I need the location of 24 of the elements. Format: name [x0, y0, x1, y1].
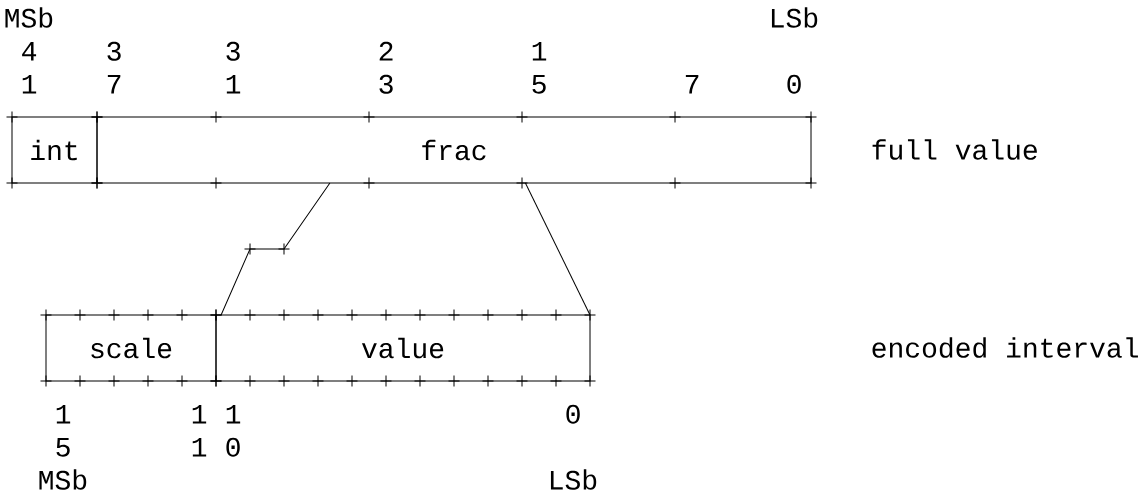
connector-line [220, 182, 331, 316]
bit-order-label: MSb [5, 7, 53, 28]
bit-number: 3 [226, 41, 240, 61]
register-field: scale [40, 309, 222, 387]
register-field: frac [91, 111, 817, 189]
register-field: int [6, 111, 103, 189]
bit-number: 1 [192, 405, 207, 424]
bit-number: 1 [22, 75, 37, 94]
bit-number: 5 [56, 438, 70, 457]
register-label: encoded interval [872, 337, 1138, 358]
bit-number: 7 [107, 75, 121, 94]
bit-order-label: LSb [771, 7, 818, 28]
bit-order-label: LSb [550, 469, 597, 490]
register-label: full value [872, 139, 1037, 160]
bit-number: 1 [192, 438, 207, 457]
connector-line [524, 182, 591, 316]
bit-number: 2 [379, 41, 393, 61]
bit-number: 1 [532, 42, 547, 61]
bit-number: 1 [226, 405, 241, 424]
bit-order-label: MSb [39, 469, 87, 490]
bit-number: 0 [226, 437, 240, 457]
register-field: value [210, 309, 596, 387]
bit-number: 4 [22, 42, 37, 61]
bit-number: 3 [107, 41, 121, 61]
